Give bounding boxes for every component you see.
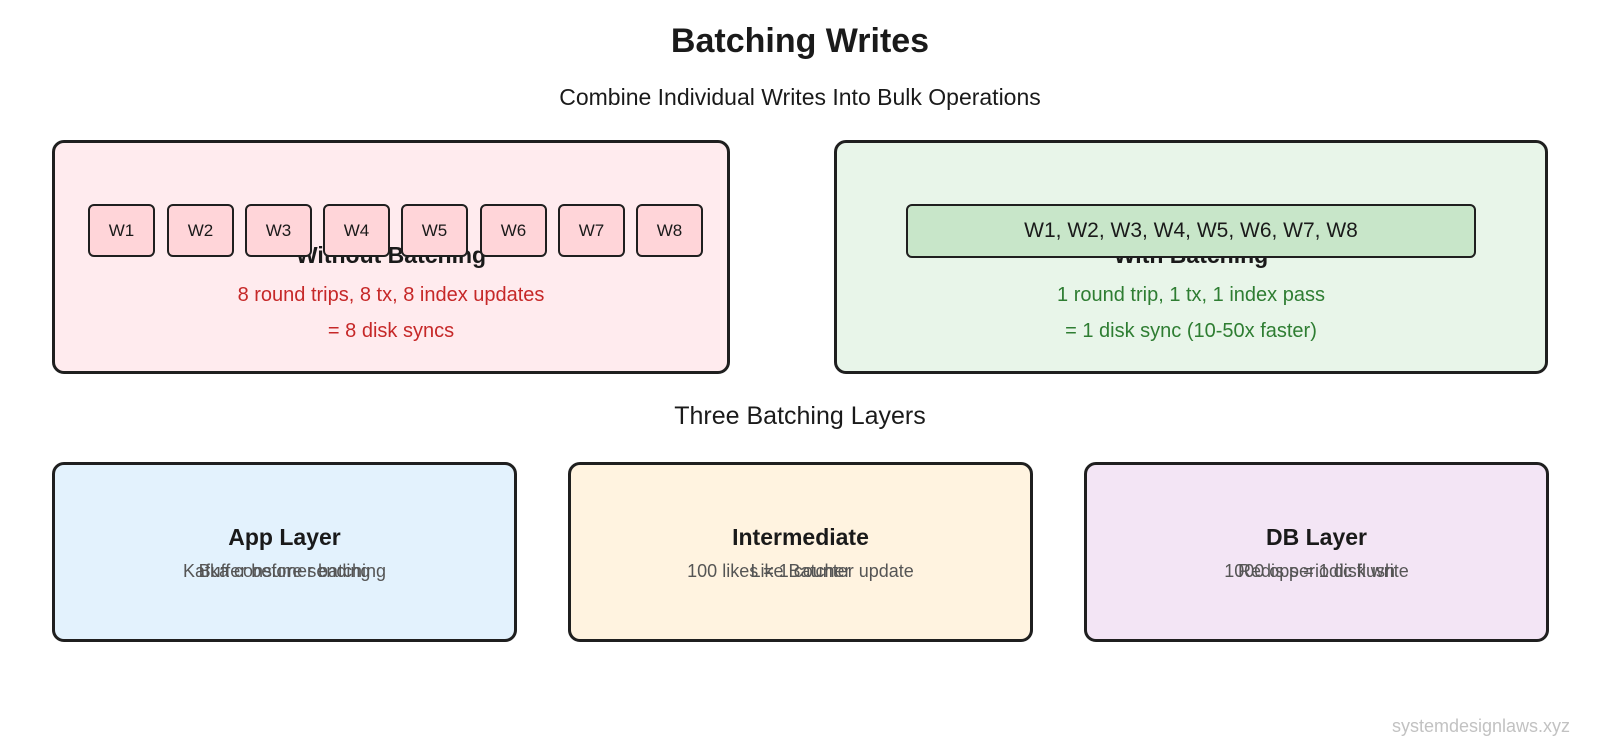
without-batching-panel bbox=[52, 140, 730, 374]
write-box: W5 bbox=[401, 204, 468, 257]
site-watermark: systemdesignlaws.xyz bbox=[1391, 716, 1570, 736]
with-batching-result: = 1 disk sync (10-50x faster) bbox=[1065, 320, 1317, 342]
intermediate-layer-card bbox=[568, 462, 1033, 642]
intermediate-layer-description: Like Batcher bbox=[750, 561, 851, 581]
db-layer-card bbox=[1084, 462, 1549, 642]
write-box: W2 bbox=[167, 204, 234, 257]
without-batching-result: = 8 disk syncs bbox=[327, 320, 455, 342]
diagram-subtitle: Combine Individual Writes Into Bulk Oper… bbox=[559, 84, 1041, 110]
app-layer-example: Kafka consumer batching bbox=[182, 561, 387, 581]
with-batching-cost: 1 round trip, 1 tx, 1 index pass bbox=[1057, 284, 1325, 306]
intermediate-layer-example: 100 likes = 1 counter update bbox=[687, 561, 914, 581]
write-box: W4 bbox=[323, 204, 390, 257]
batched-writes-box: W1, W2, W3, W4, W5, W6, W7, W8 bbox=[906, 204, 1476, 258]
write-box: W6 bbox=[480, 204, 547, 257]
db-layer-description: Redis periodic flush bbox=[1237, 561, 1396, 581]
db-layer-example: 1000 ops = 1 disk write bbox=[1224, 561, 1409, 581]
db-layer-heading: DB Layer bbox=[1266, 524, 1367, 550]
app-layer-card bbox=[52, 462, 517, 642]
write-box: W8 bbox=[636, 204, 703, 257]
write-box: W1 bbox=[88, 204, 155, 257]
diagram-title: Batching Writes bbox=[670, 22, 930, 60]
app-layer-heading: App Layer bbox=[228, 524, 341, 550]
layers-section-title: Three Batching Layers bbox=[674, 402, 926, 430]
without-batching-cost: 8 round trips, 8 tx, 8 index updates bbox=[237, 284, 545, 306]
write-box: W7 bbox=[558, 204, 625, 257]
app-layer-description: Buffer before sending bbox=[198, 561, 371, 581]
intermediate-layer-heading: Intermediate bbox=[732, 524, 869, 550]
write-box: W3 bbox=[245, 204, 312, 257]
